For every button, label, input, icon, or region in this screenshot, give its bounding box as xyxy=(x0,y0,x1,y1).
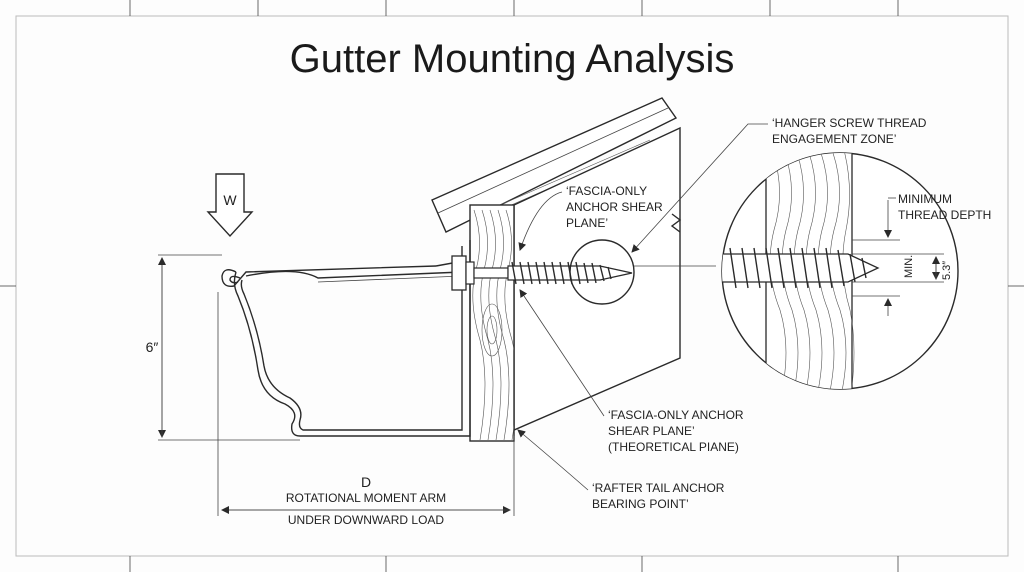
leader-fascia-bottom xyxy=(519,289,605,417)
fascia-board xyxy=(469,204,515,442)
callout-fascia-top-line2: ANCHOR SHEAR xyxy=(566,200,663,214)
thread-depth-dimension xyxy=(852,197,944,316)
height-dimension xyxy=(158,254,300,441)
height-label: 6″ xyxy=(146,339,159,355)
callout-fascia-top-line3: PLANE’ xyxy=(566,216,608,230)
callout-rafter-line2: BEARING POINT’ xyxy=(592,497,689,511)
min-depth-line1: MINIMUM xyxy=(898,192,952,206)
engagement-zone-circle xyxy=(569,239,635,305)
callout-hanger-line1: ‘HANGER SCREW THREAD xyxy=(772,116,927,130)
moment-arm-dimension xyxy=(217,292,515,516)
leader-fascia-top xyxy=(518,191,563,251)
callout-fascia-top-line1: ‘FASCIA-ONLY xyxy=(566,184,647,198)
callout-hanger-line2: ENGAGEMENT ZONE’ xyxy=(772,132,896,146)
diagram-title: Gutter Mounting Analysis xyxy=(290,37,735,81)
min-depth-line2: THREAD DEPTH xyxy=(898,208,991,222)
thread-detail-zoom xyxy=(721,152,959,390)
callout-fascia-bottom-line1: ‘FASCIA-ONLY ANCHOR xyxy=(608,408,744,422)
depth-value: 5.3″ xyxy=(941,261,953,280)
load-symbol: W xyxy=(223,192,237,208)
load-arrow xyxy=(206,173,254,238)
callout-fascia-bottom-line2: SHEAR PLANE’ xyxy=(608,424,695,438)
callout-fascia-bottom-line3: (THEORETICAL PIANE) xyxy=(608,440,739,454)
moment-arm-line2: UNDER DOWNWARD LOAD xyxy=(288,513,445,527)
moment-arm-symbol: D xyxy=(361,474,371,490)
leader-rafter xyxy=(517,429,589,491)
leader-hanger xyxy=(631,123,768,253)
moment-arm-line1: ROTATIONAL MOMENT ARM xyxy=(286,491,446,505)
min-label: MIN. xyxy=(903,255,915,278)
callout-rafter-line1: ‘RAFTER TAIL ANCHOR xyxy=(592,481,725,495)
gutter-profile xyxy=(221,240,471,437)
